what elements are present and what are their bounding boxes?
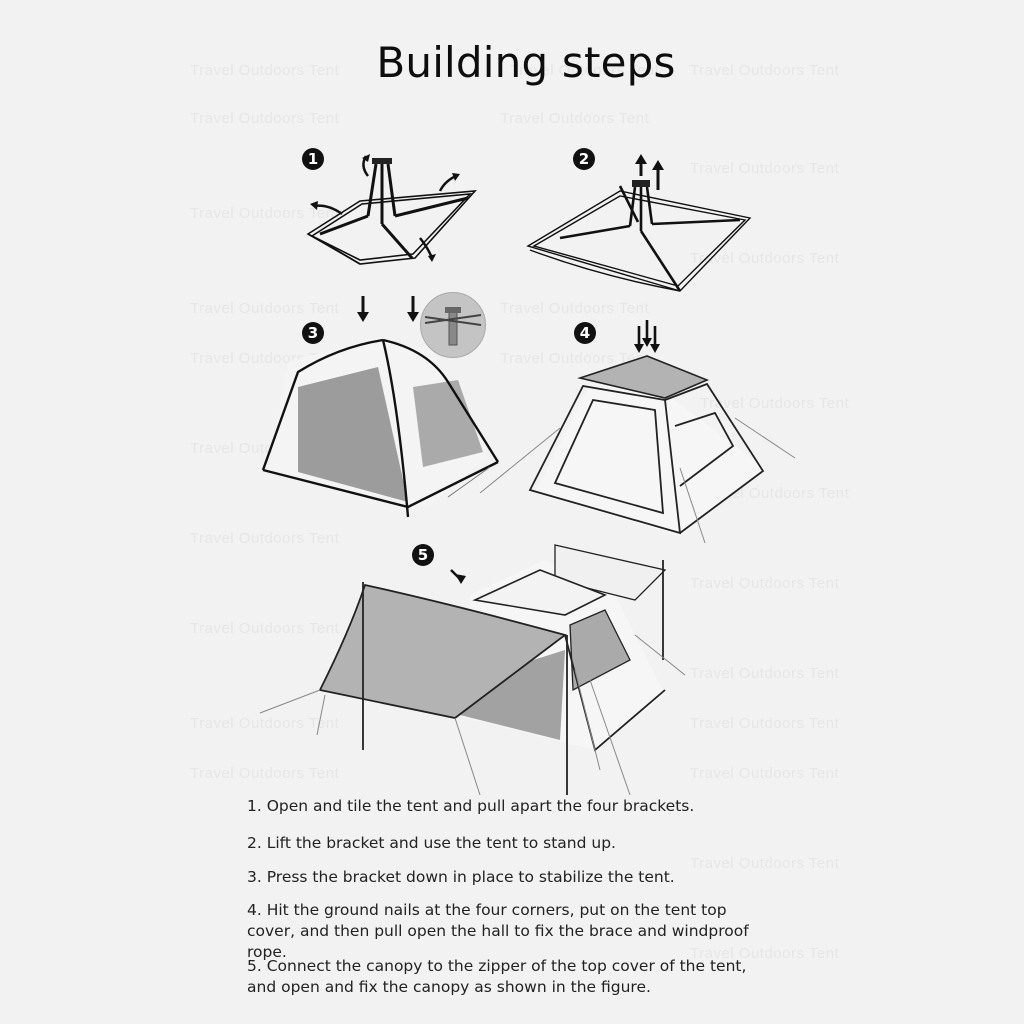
step-2-text: 2. Lift the bracket and use the tent to … bbox=[247, 834, 616, 852]
step-5-text: 5. Connect the canopy to the zipper of t… bbox=[247, 957, 747, 996]
step-badge: 4 bbox=[574, 322, 596, 344]
step-badge: 2 bbox=[573, 148, 595, 170]
figure-step-5: 5 bbox=[255, 540, 715, 795]
hub-detail-icon bbox=[420, 292, 486, 358]
watermark: Travel Outdoors Tent bbox=[500, 110, 650, 127]
watermark: Travel Outdoors Tent bbox=[190, 110, 340, 127]
page-title: Building steps bbox=[376, 38, 676, 87]
step-3-text: 3. Press the bracket down in place to st… bbox=[247, 868, 675, 886]
step-badge: 1 bbox=[302, 148, 324, 170]
watermark: Travel Outdoors Tent bbox=[500, 300, 650, 317]
tent-unfolded-icon bbox=[306, 154, 477, 265]
tent-canopy-icon bbox=[259, 544, 686, 795]
figure-step-4: 4 bbox=[475, 318, 805, 548]
step-1-text: 1. Open and tile the tent and pull apart… bbox=[247, 797, 695, 815]
tent-lift-icon bbox=[526, 154, 752, 292]
step-4-text: 4. Hit the ground nails at the four corn… bbox=[247, 901, 749, 961]
step-badge: 5 bbox=[412, 544, 434, 566]
step-badge: 3 bbox=[302, 322, 324, 344]
figure-step-3: 3 bbox=[258, 292, 508, 520]
figure-step-1: 1 bbox=[300, 146, 490, 271]
figure-step-2: 2 bbox=[520, 146, 780, 296]
tent-cover-icon bbox=[479, 320, 796, 544]
tent-press-icon bbox=[261, 296, 500, 518]
